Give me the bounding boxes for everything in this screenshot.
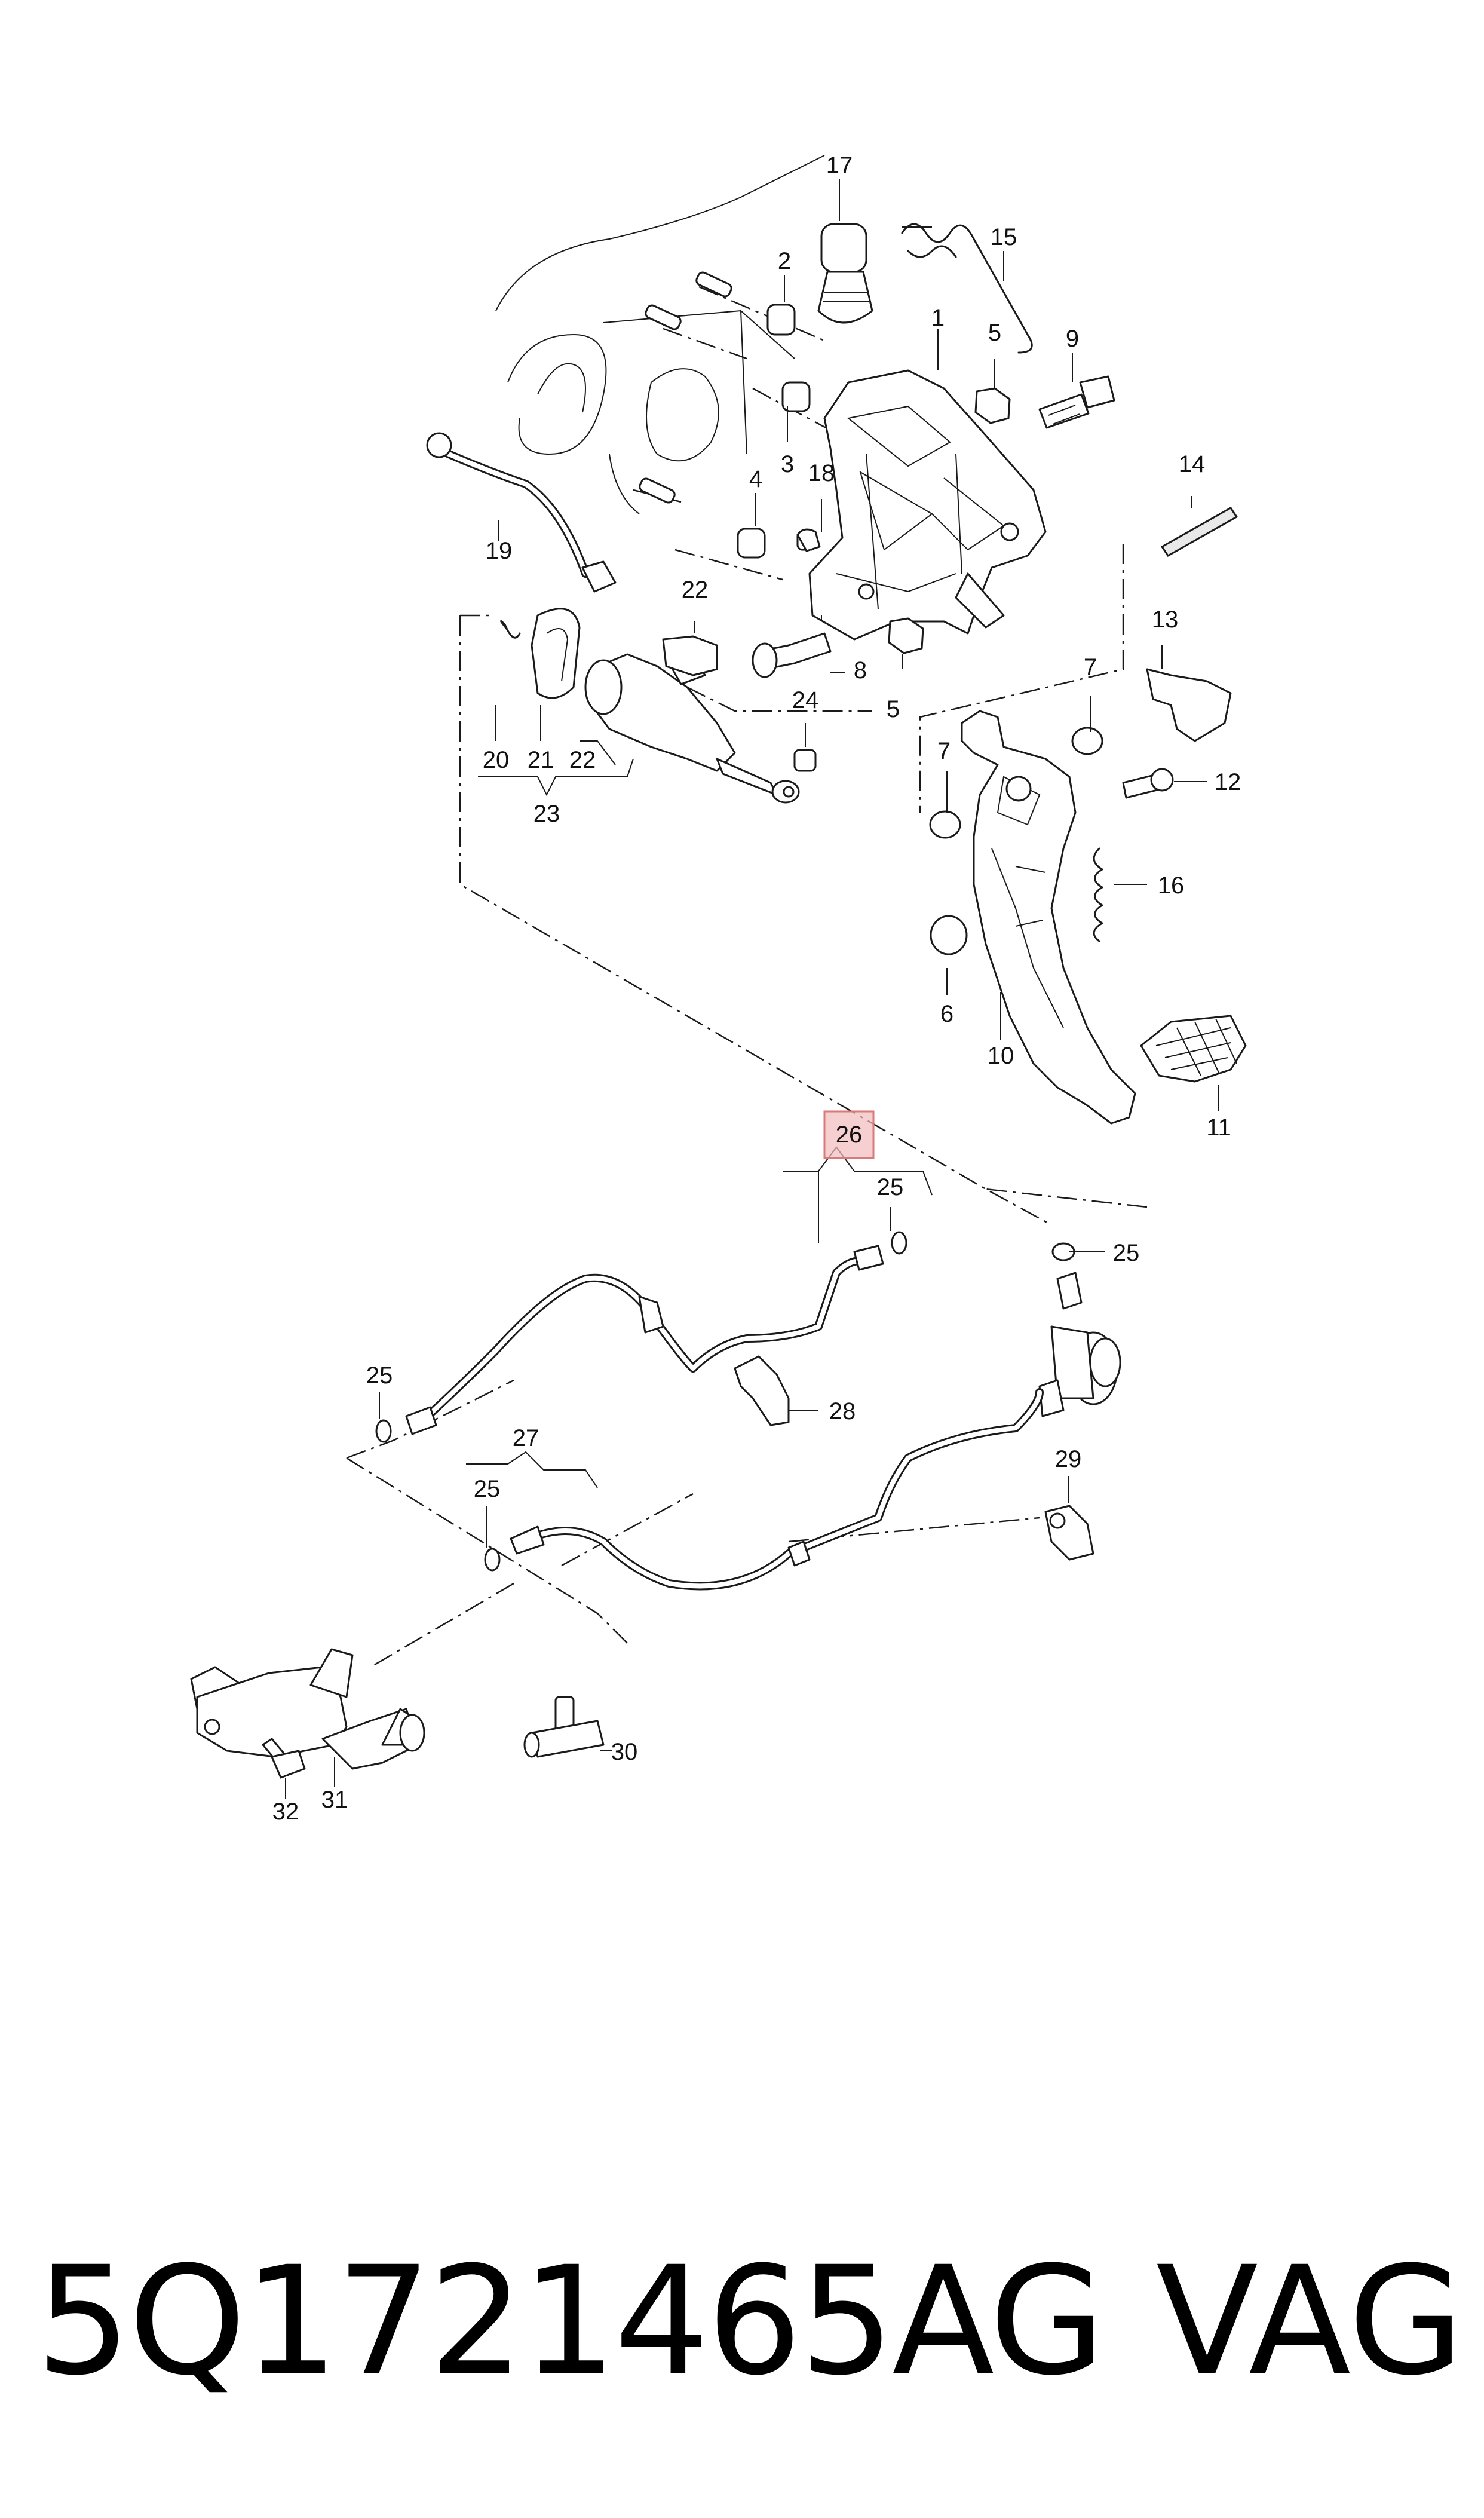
bushings xyxy=(639,271,817,559)
highlight-box xyxy=(823,1110,875,1159)
pin-icon xyxy=(1160,507,1238,557)
callout-32: 32 xyxy=(272,1799,299,1825)
seal-ring-icon xyxy=(500,608,581,699)
switch-cover-icon xyxy=(1146,668,1232,742)
callout-5-lower: 5 xyxy=(887,696,900,722)
t-fitting-icon xyxy=(523,1696,605,1758)
callout-31: 31 xyxy=(321,1787,348,1813)
bolt-icon xyxy=(1038,375,1115,429)
washer-icon xyxy=(375,1231,1075,1572)
reservoir-cap-icon xyxy=(817,223,873,324)
line-clip-icon xyxy=(1044,1505,1094,1561)
pivot-pin-icon xyxy=(752,632,832,678)
pedal-pad-icon xyxy=(1140,1015,1247,1083)
pedal-spring-icon xyxy=(1093,847,1103,942)
callout-21: 21 xyxy=(528,747,554,773)
clip-icon xyxy=(796,528,821,552)
bush-icon xyxy=(793,749,817,772)
callout-7-lower: 7 xyxy=(937,738,951,764)
clutch-pedal-icon xyxy=(961,710,1136,1125)
slave-cylinder-icon xyxy=(1038,1272,1121,1417)
pedal-nut-icon xyxy=(929,727,1103,839)
callout-5-upper: 5 xyxy=(988,320,1001,346)
callout-22-lower: 22 xyxy=(569,747,596,773)
callout-16: 16 xyxy=(1158,872,1185,899)
callout-17: 17 xyxy=(826,152,853,179)
cylinder-housing-icon xyxy=(190,1648,425,1770)
hydraulic-line-icon xyxy=(405,1245,884,1435)
callout-25-c: 25 xyxy=(366,1362,393,1389)
callout-15: 15 xyxy=(991,224,1017,250)
return-spring-icon xyxy=(901,223,1033,354)
callout-2: 2 xyxy=(778,248,791,274)
master-cylinder-icon xyxy=(584,653,800,804)
callout-25-d: 25 xyxy=(474,1476,501,1502)
callout-26: 26 xyxy=(836,1122,863,1148)
callout-11: 11 xyxy=(1206,1114,1231,1141)
callout-25-a: 25 xyxy=(877,1174,904,1200)
pedal-switch-icon xyxy=(662,635,718,676)
callout-labels: 17 2 15 1 5 9 3 4 18 14 19 22 13 8 5 7 2… xyxy=(272,152,1241,1825)
callout-7-upper: 7 xyxy=(1084,654,1097,681)
hydraulic-line-lower-icon xyxy=(510,1388,1044,1591)
callout-20: 20 xyxy=(483,747,510,773)
callout-24: 24 xyxy=(792,687,819,713)
callout-8: 8 xyxy=(854,657,867,684)
callout-27: 27 xyxy=(513,1425,539,1451)
callout-25-b: 25 xyxy=(1113,1240,1140,1266)
leader-lines xyxy=(285,179,1219,1799)
callout-12: 12 xyxy=(1215,769,1241,795)
part-number: 5Q1721465AG xyxy=(36,2234,1105,2408)
callout-3: 3 xyxy=(781,451,794,477)
nut-icon xyxy=(888,387,1011,654)
stop-cap-icon xyxy=(930,915,968,955)
callout-4: 4 xyxy=(749,466,762,492)
brand-name: VAG xyxy=(1156,2234,1464,2408)
callout-10: 10 xyxy=(988,1043,1014,1069)
callout-23: 23 xyxy=(533,801,560,827)
callout-6: 6 xyxy=(940,1001,953,1027)
pedal-bracket-icon xyxy=(808,369,1047,641)
housing-bolt-icon xyxy=(262,1738,306,1779)
callout-29: 29 xyxy=(1055,1446,1082,1472)
callout-13: 13 xyxy=(1152,606,1179,633)
line-bracket-icon xyxy=(734,1355,790,1426)
callout-9: 9 xyxy=(1066,326,1079,352)
callout-14: 14 xyxy=(1179,451,1206,477)
callout-18: 18 xyxy=(808,460,835,486)
callout-1: 1 xyxy=(931,305,945,331)
callout-22-upper: 22 xyxy=(682,577,709,603)
callout-30: 30 xyxy=(611,1739,638,1765)
callout-19: 19 xyxy=(486,538,513,564)
callout-28: 28 xyxy=(829,1398,856,1425)
pivot-bolt-icon xyxy=(1122,768,1174,799)
supply-hose-icon xyxy=(426,432,617,593)
